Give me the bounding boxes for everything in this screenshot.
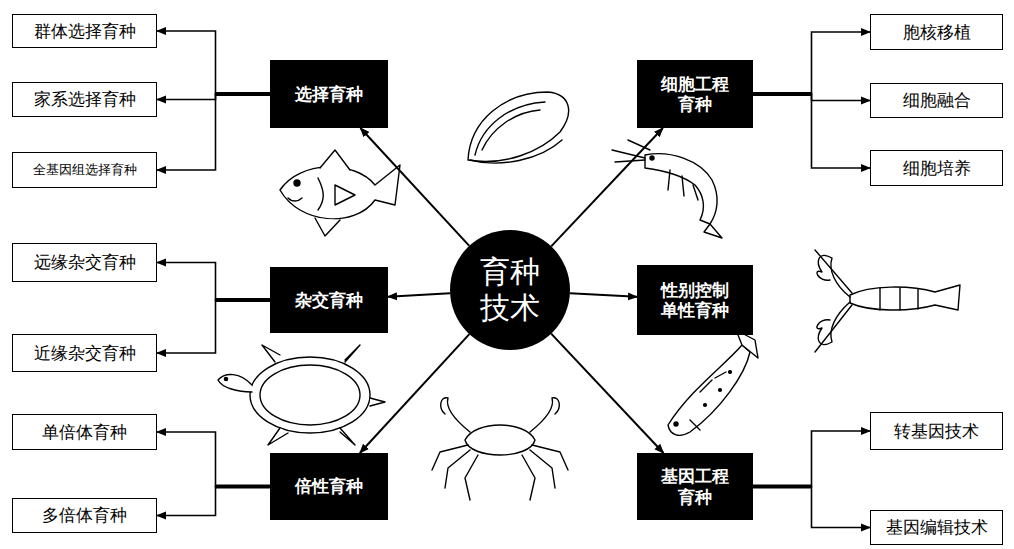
method-box: 家系选择育种 xyxy=(12,82,157,117)
branch-arrow xyxy=(570,293,637,297)
bracket-arrow xyxy=(157,31,270,94)
bracket-arrow xyxy=(753,94,870,168)
branch-arrow xyxy=(360,334,469,453)
branch-arrow xyxy=(388,293,450,296)
node-label: 基因编辑技术 xyxy=(886,517,988,537)
branch-arrow xyxy=(551,334,663,453)
node-label: 细胞工程 育种 xyxy=(654,74,736,115)
node-label: 远缘杂交育种 xyxy=(34,252,136,272)
crab-drawing xyxy=(432,398,568,500)
method-box: 全基因组选择育种 xyxy=(12,152,157,188)
hub-circle: 育种 技术 xyxy=(450,230,570,350)
category-box: 性别控制 单性育种 xyxy=(637,265,753,335)
node-label: 胞核移植 xyxy=(903,22,971,42)
bracket-arrow xyxy=(157,487,270,516)
bracket-arrow xyxy=(157,94,270,170)
method-box: 单倍体育种 xyxy=(12,414,157,450)
method-box: 胞核移植 xyxy=(870,14,1003,50)
category-box: 选择育种 xyxy=(270,60,388,128)
category-box: 细胞工程 育种 xyxy=(637,60,753,128)
bracket-arrow xyxy=(157,300,270,353)
method-box: 近缘杂交育种 xyxy=(12,334,157,372)
bracket-stub xyxy=(216,92,271,96)
node-label: 全基因组选择育种 xyxy=(33,162,137,178)
lobster-drawing xyxy=(815,250,960,352)
bracket-arrow xyxy=(157,432,270,487)
node-label: 单倍体育种 xyxy=(42,422,127,442)
bracket-arrow xyxy=(753,431,870,487)
bracket-stub xyxy=(753,92,812,96)
mussel-drawing xyxy=(468,92,569,163)
node-label: 基因工程 育种 xyxy=(654,466,736,507)
node-label: 近缘杂交育种 xyxy=(34,343,136,363)
node-label: 性别控制 单性育种 xyxy=(654,280,736,321)
category-box: 基因工程 育种 xyxy=(637,453,753,520)
node-label: 倍性育种 xyxy=(295,476,363,496)
node-label: 多倍体育种 xyxy=(42,505,127,525)
salmon-drawing xyxy=(668,330,758,435)
node-label: 杂交育种 xyxy=(295,290,363,310)
branch-arrow xyxy=(551,128,663,246)
bracket-stub xyxy=(216,298,271,302)
turtle-drawing xyxy=(218,345,385,445)
category-box: 倍性育种 xyxy=(270,453,388,520)
category-box: 杂交育种 xyxy=(270,267,388,333)
bracket-stub xyxy=(753,485,812,489)
method-box: 基因编辑技术 xyxy=(870,510,1003,545)
node-label: 家系选择育种 xyxy=(34,89,136,109)
bracket-stub xyxy=(216,485,271,489)
branch-arrow xyxy=(360,128,469,246)
bracket-arrow xyxy=(157,263,270,301)
shrimp-drawing xyxy=(612,140,722,238)
node-label: 育种 技术 xyxy=(477,254,543,326)
bracket-arrow xyxy=(157,94,270,100)
method-box: 细胞培养 xyxy=(870,150,1003,186)
node-label: 群体选择育种 xyxy=(34,21,136,41)
method-box: 群体选择育种 xyxy=(12,14,157,48)
method-box: 远缘杂交育种 xyxy=(12,243,157,282)
node-label: 细胞培养 xyxy=(903,158,971,178)
bracket-arrow xyxy=(753,32,870,94)
method-box: 多倍体育种 xyxy=(12,498,157,533)
method-box: 细胞融合 xyxy=(870,83,1003,118)
method-box: 转基因技术 xyxy=(870,412,1003,450)
bracket-arrow xyxy=(753,487,870,528)
node-label: 选择育种 xyxy=(295,84,363,104)
fish-drawing xyxy=(280,150,400,236)
node-label: 细胞融合 xyxy=(903,90,971,110)
node-label: 转基因技术 xyxy=(894,421,979,441)
